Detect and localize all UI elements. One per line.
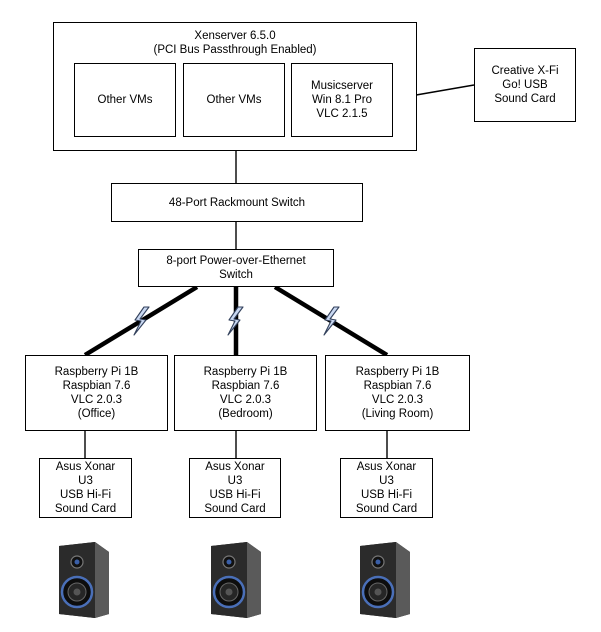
xonar-line-1: Asus Xonar xyxy=(356,461,417,473)
rackmount-switch-box: 48-Port Rackmount Switch xyxy=(111,183,363,222)
xonar-soundcard-box: Asus Xonar U3 USB Hi-Fi Sound Card xyxy=(39,458,132,518)
xonar-soundcard-box: Asus Xonar U3 USB Hi-Fi Sound Card xyxy=(189,458,281,518)
pi-os: Raspbian 7.6 xyxy=(211,380,280,392)
poe-switch-line-1: 8-port Power-over-Ethernet xyxy=(166,255,306,267)
xonar-line-2: U3 xyxy=(78,475,93,487)
rackmount-switch-label: 48-Port Rackmount Switch xyxy=(168,196,306,209)
raspberry-pi-living-room-box: Raspberry Pi 1B Raspbian 7.6 VLC 2.0.3 (… xyxy=(325,355,470,431)
xonar-line-4: Sound Card xyxy=(54,503,117,515)
creative-line-2: Go! USB xyxy=(502,79,548,91)
other-vms-box: Other VMs xyxy=(183,63,285,137)
speaker-icon xyxy=(360,542,410,618)
pi-model: Raspberry Pi 1B xyxy=(203,366,288,378)
musicserver-name: Musicserver xyxy=(311,80,373,92)
lightning-bolt-icon xyxy=(323,306,340,336)
speaker-icon xyxy=(59,542,109,618)
musicserver-vlc: VLC 2.1.5 xyxy=(316,108,368,120)
xenserver-subtitle: (PCI Bus Passthrough Enabled) xyxy=(153,44,317,56)
musicserver-os: Win 8.1 Pro xyxy=(311,94,373,106)
pi-room: (Living Room) xyxy=(361,408,434,420)
pi-room: (Office) xyxy=(77,408,116,420)
pi-vlc: VLC 2.0.3 xyxy=(70,394,123,406)
pi-os: Raspbian 7.6 xyxy=(363,380,432,392)
lightning-bolt-icon xyxy=(227,306,244,336)
xenserver-title: Xenserver 6.5.0 xyxy=(194,30,276,42)
musicserver-box: Musicserver Win 8.1 Pro VLC 2.1.5 xyxy=(291,63,393,137)
lightning-bolt-icon xyxy=(133,306,150,336)
xonar-line-3: USB Hi-Fi xyxy=(209,489,261,501)
xonar-line-1: Asus Xonar xyxy=(205,461,265,473)
pi-vlc: VLC 2.0.3 xyxy=(219,394,272,406)
pi-model: Raspberry Pi 1B xyxy=(54,366,139,378)
xonar-line-4: Sound Card xyxy=(355,503,418,515)
raspberry-pi-office-box: Raspberry Pi 1B Raspbian 7.6 VLC 2.0.3 (… xyxy=(25,355,168,431)
other-vms-label: Other VMs xyxy=(97,94,153,106)
xonar-soundcard-box: Asus Xonar U3 USB Hi-Fi Sound Card xyxy=(340,458,433,518)
other-vms-label: Other VMs xyxy=(206,94,262,106)
xonar-line-3: USB Hi-Fi xyxy=(360,489,413,501)
pi-room: (Bedroom) xyxy=(218,408,273,420)
pi-vlc: VLC 2.0.3 xyxy=(371,394,424,406)
poe-switch-box: 8-port Power-over-Ethernet Switch xyxy=(138,249,334,287)
speaker-icon xyxy=(211,542,261,618)
creative-line-3: Sound Card xyxy=(494,93,556,105)
pi-model: Raspberry Pi 1B xyxy=(355,366,440,378)
poe-switch-line-2: Switch xyxy=(219,269,253,281)
xonar-line-3: USB Hi-Fi xyxy=(59,489,112,501)
pi-os: Raspbian 7.6 xyxy=(62,380,131,392)
xonar-line-4: Sound Card xyxy=(204,503,266,515)
xonar-line-1: Asus Xonar xyxy=(55,461,116,473)
xonar-line-2: U3 xyxy=(227,475,243,487)
xonar-line-2: U3 xyxy=(379,475,394,487)
creative-line-1: Creative X-Fi xyxy=(491,65,559,77)
raspberry-pi-bedroom-box: Raspberry Pi 1B Raspbian 7.6 VLC 2.0.3 (… xyxy=(174,355,317,431)
creative-soundcard-box: Creative X-Fi Go! USB Sound Card xyxy=(474,48,576,122)
other-vms-box: Other VMs xyxy=(74,63,176,137)
